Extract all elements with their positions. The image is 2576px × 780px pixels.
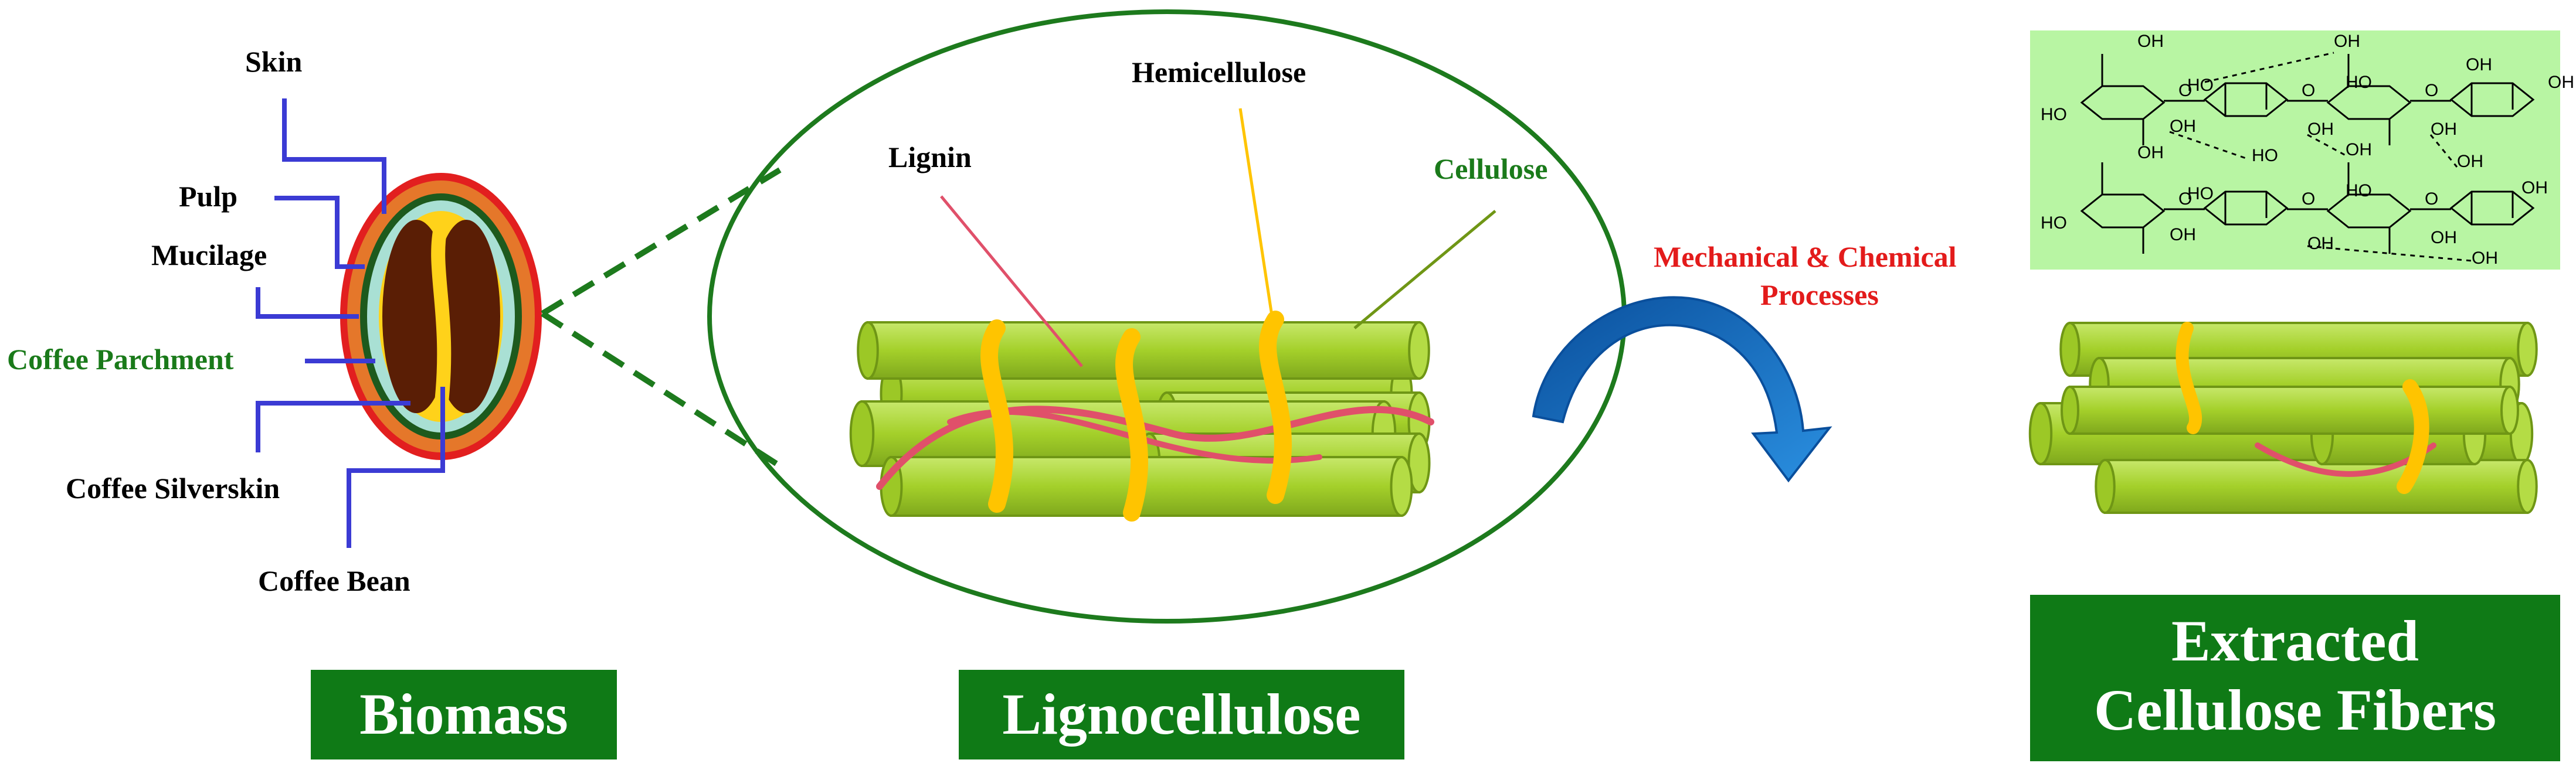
chem-atom-label: HO — [2187, 184, 2214, 203]
chem-atom-label: OH — [2137, 32, 2164, 51]
process-label-line2: Processes — [1760, 278, 1879, 311]
hemicellulose-strand — [1259, 311, 1292, 504]
hemicellulose-strand — [2175, 322, 2202, 434]
zoom-circle-outline — [707, 9, 1627, 624]
biomass-box-label: Biomass — [359, 682, 568, 747]
chem-atom-label: HO — [2252, 146, 2278, 165]
chem-atom-label: OH — [2346, 140, 2372, 159]
chem-atom-label: OH — [2466, 55, 2492, 74]
parchment-label: Coffee Parchment — [7, 343, 234, 376]
extracted-box-line2: Cellulose Fibers — [2094, 677, 2496, 742]
chem-atom-label: O — [2425, 81, 2438, 100]
zoom-lines — [541, 167, 782, 469]
lignocellulose-leader-lines — [940, 108, 1496, 367]
chem-atom-label: HO — [2041, 213, 2067, 233]
process-label-line1: Mechanical & Chemical — [1654, 240, 1957, 273]
hemicellulose-label: Hemicellulose — [1132, 56, 1306, 88]
chem-atom-label: OH — [2170, 225, 2196, 244]
pulp-label: Pulp — [179, 180, 237, 213]
hemicellulose-strand — [2397, 379, 2429, 494]
biomass-box: Biomass — [311, 670, 617, 759]
lignocellulose-box-label: Lignocellulose — [1002, 682, 1360, 747]
chem-atom-label: O — [2178, 81, 2192, 100]
hydrogen-bond — [2169, 131, 2246, 159]
chem-atom-label: OH — [2307, 234, 2334, 253]
pulp-leader — [274, 196, 365, 269]
chem-atom-label: OH — [2548, 73, 2574, 92]
skin-label: Skin — [245, 45, 303, 78]
lignin-strand — [876, 406, 1434, 490]
silverskin-leader — [256, 401, 410, 452]
chem-atom-label: O — [2302, 189, 2315, 209]
chem-atom-label: OH — [2472, 248, 2498, 268]
chem-atom-label: OH — [2307, 120, 2334, 139]
cellulose-fiber — [2061, 386, 2519, 435]
extracted-fiber-bundle — [2028, 322, 2538, 514]
hydrogen-bond — [2204, 52, 2334, 83]
mucilage-leader — [256, 287, 359, 319]
chem-atom-label: OH — [2431, 120, 2457, 139]
chem-atom-label: HO — [2346, 73, 2372, 92]
chem-atom-label: HO — [2346, 181, 2372, 200]
chem-atom-label: O — [2178, 189, 2192, 209]
cellulose-label: Cellulose — [1434, 152, 1547, 185]
hydrogen-bond — [2429, 134, 2458, 168]
bean-label: Coffee Bean — [258, 564, 410, 597]
skin-leader — [282, 98, 386, 214]
lignocellulose-fiber-bundle — [849, 311, 1434, 522]
chem-atom-label: OH — [2521, 178, 2548, 197]
chem-atom-label: HO — [2041, 105, 2067, 124]
lignin-leader — [940, 195, 1083, 367]
chem-atom-label: HO — [2187, 76, 2214, 95]
chem-atom-label: OH — [2137, 143, 2164, 162]
hemicellulose-strand — [980, 319, 1013, 513]
chem-atom-label: O — [2302, 81, 2315, 100]
cellulose-fiber — [857, 321, 1430, 380]
bean-leader — [347, 387, 445, 548]
process-arrow — [1532, 296, 1832, 483]
bean-center-cut — [431, 224, 452, 408]
mucilage-label: Mucilage — [151, 239, 267, 271]
cellulose-leader — [1353, 210, 1496, 329]
biomass-leader-lines — [256, 98, 445, 548]
coffee-cherry-cross-section — [340, 173, 542, 460]
lignin-label: Lignin — [888, 141, 972, 173]
extracted-box-line1: Extracted — [2171, 608, 2419, 673]
chem-background — [2030, 30, 2560, 270]
chem-atom-label: O — [2425, 189, 2438, 209]
hemicellulose-strand — [1115, 328, 1148, 522]
chem-atom-label: OH — [2431, 228, 2457, 247]
extracted-cellulose-box: Extracted Cellulose Fibers — [2030, 595, 2560, 761]
lignocellulose-box: Lignocellulose — [959, 670, 1404, 759]
chem-atom-label: OH — [2334, 32, 2360, 51]
hemicellulose-leader — [1238, 108, 1274, 320]
chem-atom-label: OH — [2457, 152, 2483, 171]
hydrogen-bond — [2307, 134, 2346, 156]
silverskin-label: Coffee Silverskin — [66, 472, 280, 505]
